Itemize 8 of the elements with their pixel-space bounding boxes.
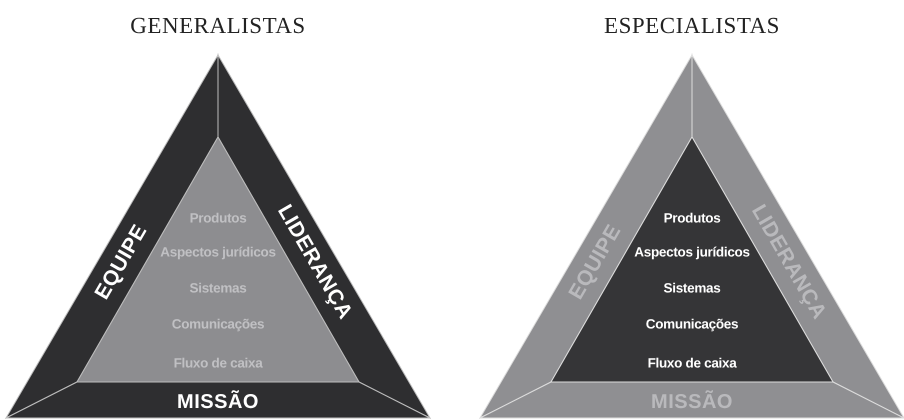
topic-label: Produtos <box>664 211 720 225</box>
topic-label: Fluxo de caixa <box>648 356 736 370</box>
topic-label: Comunicações <box>646 317 738 331</box>
topic-label: Aspectos jurídicos <box>634 245 750 259</box>
panel-heading: GENERALISTAS <box>130 14 306 37</box>
panel-heading: ESPECIALISTAS <box>604 14 780 37</box>
band-label: MISSÃO <box>177 392 259 412</box>
topic-label: Sistemas <box>664 281 720 295</box>
